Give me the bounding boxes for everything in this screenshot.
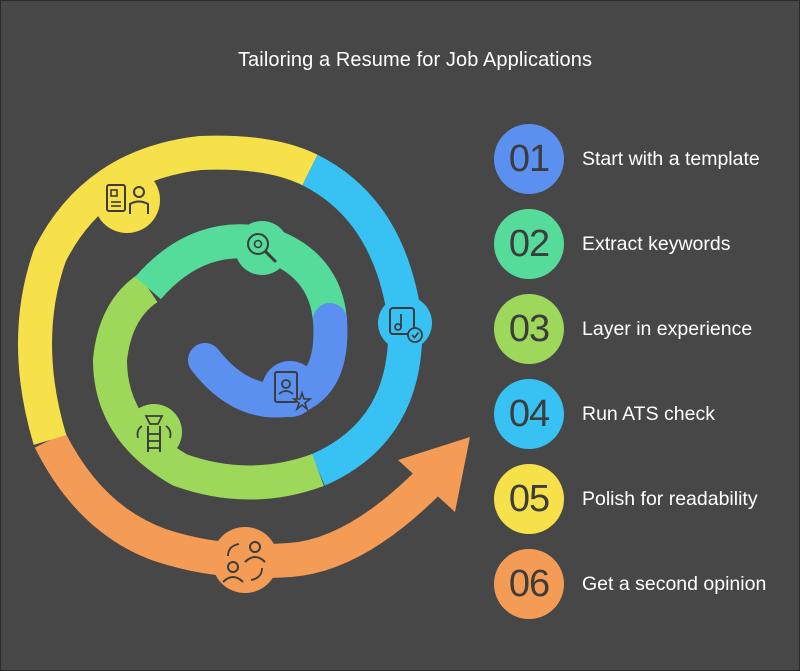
step-label: Polish for readability bbox=[582, 488, 758, 510]
step-04: 04 Run ATS check bbox=[494, 379, 794, 449]
step-number-badge: 02 bbox=[494, 209, 564, 279]
step-03: 03 Layer in experience bbox=[494, 294, 794, 364]
step-number-badge: 01 bbox=[494, 124, 564, 194]
step-number: 04 bbox=[508, 392, 550, 435]
step-02: 02 Extract keywords bbox=[494, 209, 794, 279]
page-title: Tailoring a Resume for Job Applications bbox=[237, 49, 593, 71]
step-01: 01 Start with a template bbox=[494, 124, 794, 194]
step-number: 06 bbox=[508, 562, 550, 605]
spiral-arrowhead bbox=[398, 437, 470, 512]
step-number: 01 bbox=[508, 137, 550, 180]
document-check-icon bbox=[378, 296, 432, 350]
ladder-icon bbox=[126, 404, 182, 460]
step-number: 03 bbox=[508, 307, 550, 350]
step-label: Extract keywords bbox=[582, 233, 731, 255]
step-label: Get a second opinion bbox=[582, 573, 767, 595]
resume-person-icon bbox=[94, 167, 160, 233]
step-number: 05 bbox=[508, 477, 550, 520]
step-number: 02 bbox=[508, 222, 550, 265]
resume-star-icon bbox=[262, 361, 318, 417]
people-exchange-icon bbox=[212, 527, 278, 593]
step-number-badge: 04 bbox=[494, 379, 564, 449]
step-number-badge: 03 bbox=[494, 294, 564, 364]
step-label: Layer in experience bbox=[582, 318, 753, 340]
step-number-badge: 05 bbox=[494, 464, 564, 534]
step-label: Start with a template bbox=[582, 148, 760, 170]
step-number-badge: 06 bbox=[494, 549, 564, 619]
keyword-search-icon bbox=[235, 221, 289, 275]
step-06: 06 Get a second opinion bbox=[494, 549, 794, 619]
step-label: Run ATS check bbox=[582, 403, 715, 425]
step-05: 05 Polish for readability bbox=[494, 464, 794, 534]
